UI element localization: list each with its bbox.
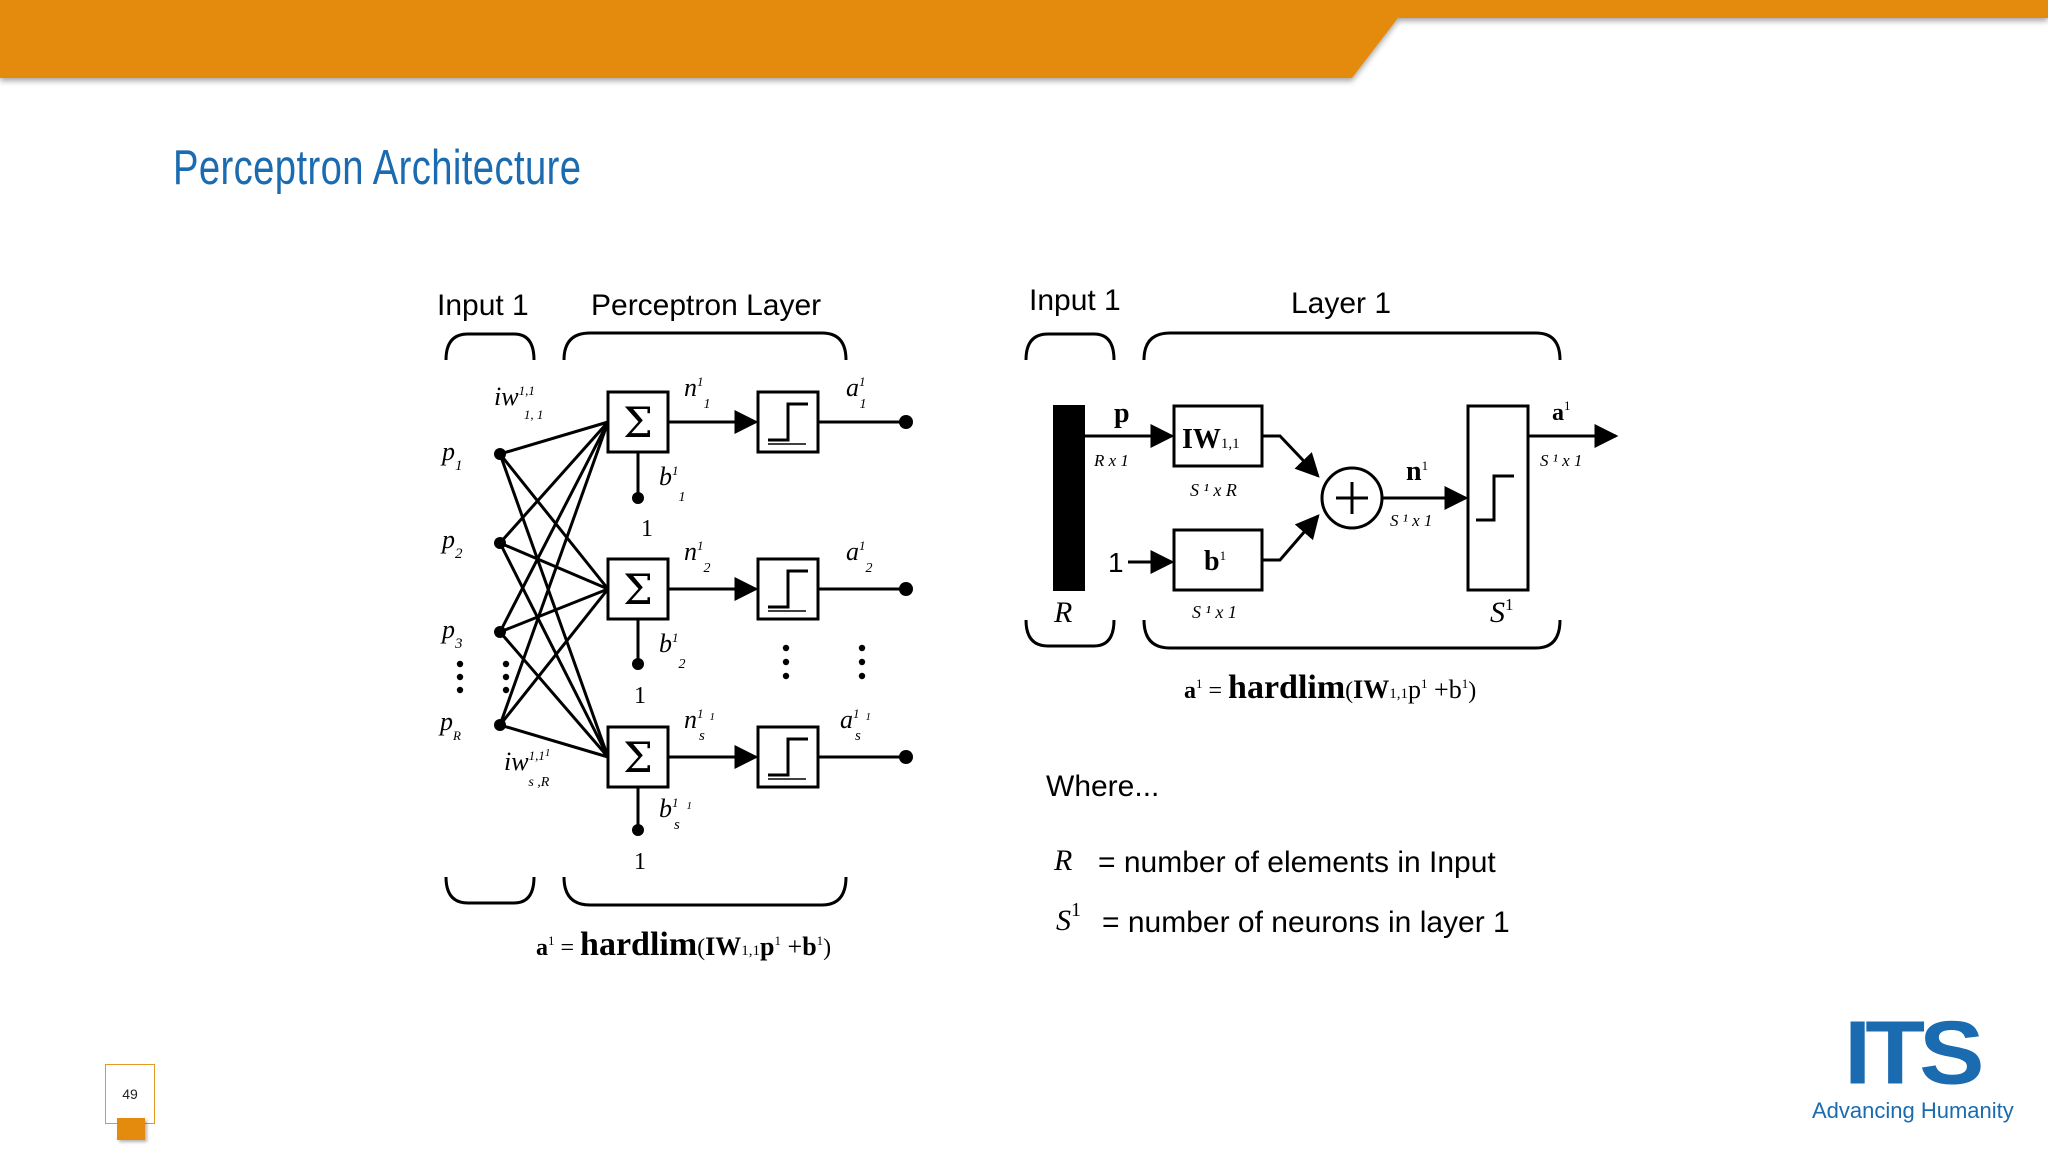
input-labels: p1 p2 p3 pR (438, 437, 463, 743)
a-label: a1 (1552, 398, 1571, 426)
left-layer-bottom-brace (562, 876, 848, 907)
output-node-1 (899, 415, 913, 429)
page-number: 49 (122, 1086, 138, 1102)
left-layer-label: Perceptron Layer (591, 289, 821, 322)
svg-text:p3: p3 (440, 615, 463, 652)
one-label: 1 (1108, 547, 1124, 578)
n-label: n1 (1406, 456, 1428, 487)
svg-text:b12: b12 (659, 629, 686, 672)
svg-text:iw1,11s ,R: iw1,11s ,R (504, 747, 550, 790)
page-number-box (105, 1064, 155, 1124)
svg-text:a12: a12 (846, 537, 873, 576)
left-diagram: Input 1 Perceptron Layer p1 p2 p3 pR (437, 289, 913, 963)
logo-tagline: Advancing Humanity (1812, 1098, 2014, 1123)
svg-text:1: 1 (634, 683, 646, 709)
weight-connections (498, 420, 610, 759)
left-input-top-brace (444, 332, 536, 361)
svg-text:n12: n12 (684, 537, 711, 576)
R-label: R (1053, 596, 1072, 629)
left-layer-top-brace (562, 331, 848, 361)
right-input-label: Input 1 (1029, 284, 1121, 317)
left-input-bottom-brace (444, 876, 536, 905)
bias-dim: S ¹ x 1 (1192, 602, 1237, 622)
left-input-label: Input 1 (437, 289, 529, 322)
right-input-top-brace (1024, 332, 1116, 361)
logo-wordmark: ITS (1844, 1010, 1982, 1095)
weight-box-label: IW1,1 (1182, 424, 1240, 455)
svg-text:pR: pR (438, 707, 461, 743)
right-layer-label: Layer 1 (1291, 287, 1391, 320)
svg-text:p1: p1 (440, 437, 463, 474)
neuron-s: Σ 1 (606, 725, 913, 875)
page-number-tab (117, 1118, 145, 1140)
bias-box-label: b1 (1204, 546, 1226, 577)
hardlim-block (1466, 404, 1530, 592)
sigma-1: Σ (623, 398, 653, 447)
weight-dim: S ¹ x R (1190, 480, 1237, 500)
p-label: p (1114, 398, 1130, 429)
sum-box-2 (606, 557, 670, 621)
svg-text:n11: n11 (684, 373, 711, 412)
svg-text:b11: b11 (659, 462, 686, 505)
right-diagram: Input 1 Layer 1 R p R x 1 IW1,1 S ¹ x R … (1024, 284, 1619, 939)
neuron-1: Σ 1 (606, 390, 913, 542)
svg-text:1: 1 (641, 516, 653, 542)
where-label: Where... (1046, 770, 1159, 803)
sigma-s: Σ (623, 733, 653, 782)
sigma-2: Σ (623, 565, 653, 614)
legend-symbol-S: S1 (1056, 899, 1081, 937)
input-ellipsis (456, 660, 510, 694)
its-logo: ITS (1844, 1010, 1988, 1095)
right-layer-top-brace (1142, 331, 1562, 361)
right-input-bottom-brace (1024, 619, 1116, 648)
p-dim: R x 1 (1093, 451, 1129, 470)
bias-node-1 (632, 492, 644, 504)
legend-text-R: = number of elements in Input (1098, 846, 1496, 879)
svg-text:1: 1 (634, 849, 646, 875)
n-dim: S ¹ x 1 (1390, 511, 1432, 530)
legend-text-S: = number of neurons in layer 1 (1102, 906, 1510, 939)
input-vector-bar (1053, 405, 1085, 591)
slide-title: Perceptron Architecture (173, 141, 582, 195)
output-ellipsis (782, 644, 866, 680)
svg-text:p2: p2 (440, 525, 463, 562)
bias-node-s (632, 824, 644, 836)
svg-text:a11: a11 (846, 373, 867, 412)
sum-box-1 (606, 390, 670, 454)
bias-node-2 (632, 658, 644, 670)
S-label: S1 (1490, 595, 1514, 629)
neuron-2: Σ 1 (606, 557, 913, 709)
right-equation: a1 = hardlim(IW1,1p1 +b1) (1184, 669, 1476, 706)
right-layer-bottom-brace (1142, 619, 1562, 650)
output-node-2 (899, 582, 913, 596)
top-banner (0, 0, 2048, 78)
left-equation: a1 = hardlim(IW1,1p1 +b1) (536, 926, 831, 963)
output-node-s (899, 750, 913, 764)
bias-box (1172, 528, 1264, 592)
legend-symbol-R: R (1053, 844, 1072, 877)
a-dim: S ¹ x 1 (1540, 451, 1582, 470)
svg-text:iw1,11, 1: iw1,11, 1 (494, 382, 543, 422)
